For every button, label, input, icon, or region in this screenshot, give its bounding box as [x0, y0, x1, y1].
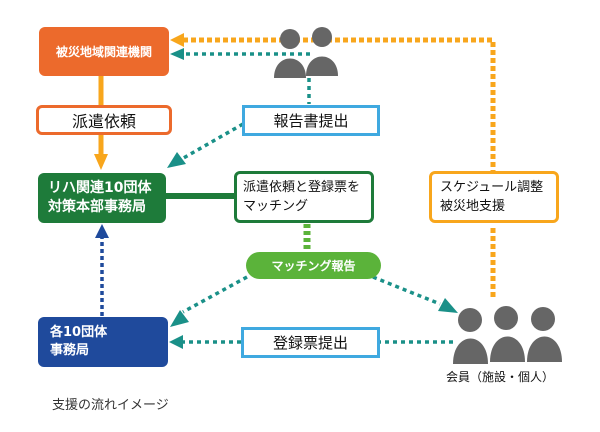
- schedule-label-line2: 被災地支援: [440, 199, 506, 214]
- dispatch-request-label: 派遣依頼: [71, 112, 136, 131]
- report-to-hq-line: [179, 122, 244, 162]
- arrow-head-teal-members: [438, 298, 458, 313]
- disaster-org-box: 被災地域関連機関: [39, 27, 169, 76]
- dispatch-request-box: 派遣依頼: [36, 105, 172, 135]
- matching-report-to-office-line: [182, 275, 248, 314]
- hq-label-line1: リハ関連10団体: [48, 180, 152, 196]
- org-office-label-line1: 各10団体: [50, 325, 108, 340]
- arrow-head-teal-office: [170, 310, 189, 327]
- org-office-label-line2: 事務局: [50, 343, 90, 358]
- registration-submit-box: 登録票提出: [241, 327, 380, 358]
- schedule-label-line1: スケジュール調整: [440, 180, 544, 195]
- hq-box: リハ関連10団体 対策本部事務局: [38, 173, 166, 223]
- registration-submit-label: 登録票提出: [272, 334, 348, 352]
- matching-report-label: マッチング報告: [271, 259, 356, 273]
- matching-label-line1: 派遣依頼と登録票を: [243, 180, 361, 195]
- schedule-box: スケジュール調整 被災地支援: [429, 171, 559, 223]
- report-submit-label: 報告書提出: [273, 112, 349, 130]
- arrow-head-teal-hq: [167, 152, 186, 168]
- schedule-to-org-line: [180, 37, 496, 175]
- members-label: 会員（施設・個人）: [446, 370, 555, 384]
- hq-label-line2: 対策本部事務局: [48, 199, 146, 215]
- matching-box: 派遣依頼と登録票を マッチング: [234, 171, 374, 223]
- matching-label-line2: マッチング: [243, 199, 309, 214]
- matching-report-to-members-line: [372, 275, 441, 306]
- members-icon: [453, 306, 562, 364]
- arrow-head-teal-top: [170, 48, 184, 60]
- arrow-head-teal-registration: [169, 335, 183, 349]
- arrow-head-orange-top: [170, 33, 184, 47]
- org-office-box: 各10団体 事務局: [38, 317, 168, 367]
- arrow-head-blue-hq: [95, 224, 109, 238]
- disaster-org-label: 被災地域関連機関: [55, 45, 152, 59]
- caption: 支援の流れイメージ: [52, 398, 169, 413]
- arrow-head-orange-hq: [94, 154, 108, 170]
- report-submit-box: 報告書提出: [242, 105, 380, 136]
- reporters-icon: [274, 27, 338, 78]
- matching-report-pill: マッチング報告: [246, 252, 381, 279]
